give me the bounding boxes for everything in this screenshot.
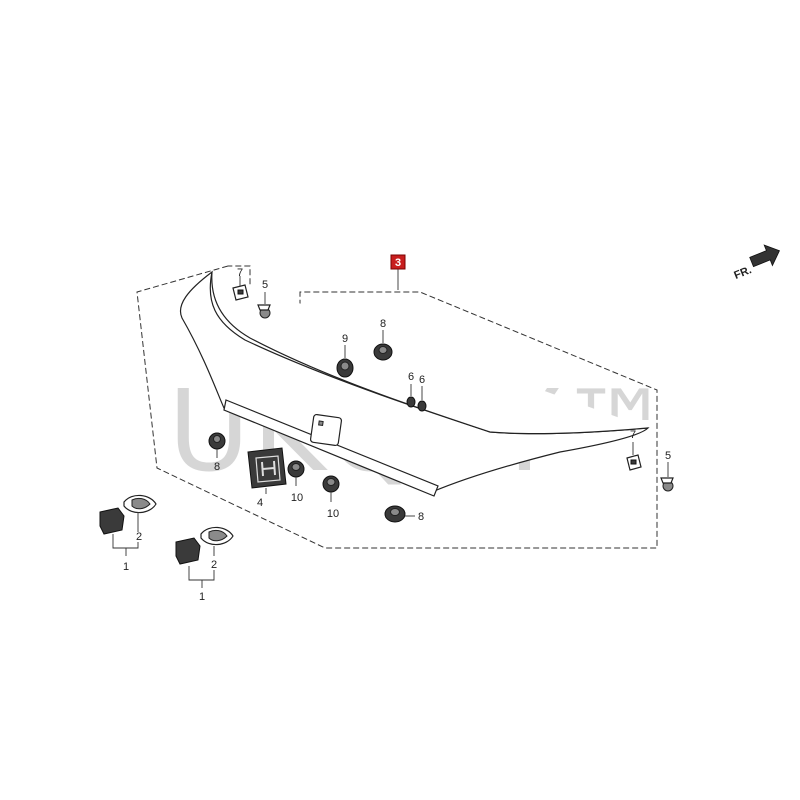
label-7-right: 7 xyxy=(630,429,636,441)
front-direction-arrow xyxy=(749,244,780,268)
label-9: 9 xyxy=(342,333,348,345)
screw-5-left xyxy=(257,292,271,319)
screw-5-right xyxy=(660,462,674,492)
label-8-bottom: 8 xyxy=(418,511,424,523)
spoiler-garnish xyxy=(179,270,650,497)
label-6-a: 6 xyxy=(408,371,414,383)
label-2-left: 2 xyxy=(136,531,142,543)
clip-set-left xyxy=(99,494,157,556)
clip-set-right xyxy=(175,526,234,588)
label-6-b: 6 xyxy=(419,374,425,386)
label-10-b: 10 xyxy=(327,508,339,520)
clip-7-right xyxy=(626,442,642,471)
svg-text:3: 3 xyxy=(395,257,401,269)
nut-6-a xyxy=(406,384,416,408)
label-5-right: 5 xyxy=(665,450,671,462)
label-2-right: 2 xyxy=(211,559,217,571)
label-1-right: 1 xyxy=(199,591,205,603)
label-5-left: 5 xyxy=(262,279,268,291)
label-8-left: 8 xyxy=(214,461,220,473)
label-1-left: 1 xyxy=(123,561,129,573)
nut-8-top xyxy=(373,330,393,361)
label-7-left: 7 xyxy=(237,267,243,279)
nut-8-bottom xyxy=(384,505,415,523)
nut-9 xyxy=(336,345,354,378)
front-direction-label: FR. xyxy=(732,264,753,282)
grommet-10-b xyxy=(322,475,340,502)
label-8-top: 8 xyxy=(380,318,386,330)
clip-7-left xyxy=(232,276,249,301)
label-10-a: 10 xyxy=(291,492,303,504)
nut-6-b xyxy=(417,386,427,412)
emblem-4 xyxy=(247,447,287,494)
nut-8-left xyxy=(208,432,226,458)
grommet-10-a xyxy=(287,460,305,486)
callout-3-badge: 3 xyxy=(390,254,406,270)
label-4: 4 xyxy=(257,497,263,509)
